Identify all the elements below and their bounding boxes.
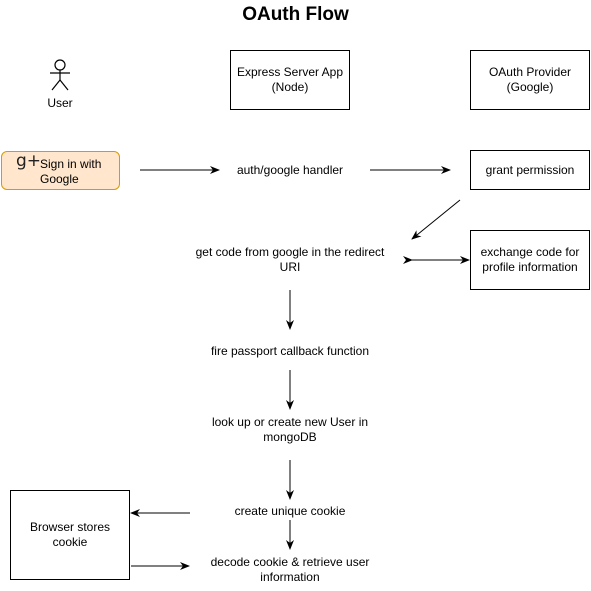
decode-cookie-label: decode cookie & retrieve user informatio…	[210, 555, 370, 584]
exchange-code-label: exchange code for profile information	[480, 245, 580, 274]
express-server-box: Express Server App (Node)	[230, 50, 350, 110]
grant-permission-box: grant permission	[470, 150, 590, 190]
lookup-user-label: look up or create new User in mongoDB	[211, 415, 369, 444]
browser-stores-label: Browser stores cookie	[29, 520, 111, 549]
auth-google-handler-label: auth/google handler	[236, 162, 344, 177]
create-cookie-label: create unique cookie	[234, 503, 346, 518]
express-server-label: Express Server App (Node)	[236, 65, 344, 94]
diagram-title: OAuth Flow	[242, 4, 349, 25]
user-actor-icon	[50, 59, 70, 91]
exchange-code-box: exchange code for profile information	[470, 230, 590, 290]
arrow-grant-to-getcode	[411, 199, 461, 240]
google-plus-icon: g+	[16, 151, 42, 171]
sign-in-with-google-button[interactable]: g+ Sign in with Google	[1, 151, 120, 190]
oauth-provider-label: OAuth Provider (Google)	[488, 65, 572, 94]
browser-stores-cookie-box: Browser stores cookie	[10, 490, 130, 580]
user-label: User	[47, 96, 73, 110]
get-code-label: get code from google in the redirect URI	[195, 245, 385, 274]
passport-callback-label: fire passport callback function	[210, 343, 370, 358]
oauth-provider-box: OAuth Provider (Google)	[470, 50, 590, 110]
grant-permission-label: grant permission	[485, 162, 575, 177]
sign-in-button-label: Sign in with Google	[40, 157, 102, 186]
